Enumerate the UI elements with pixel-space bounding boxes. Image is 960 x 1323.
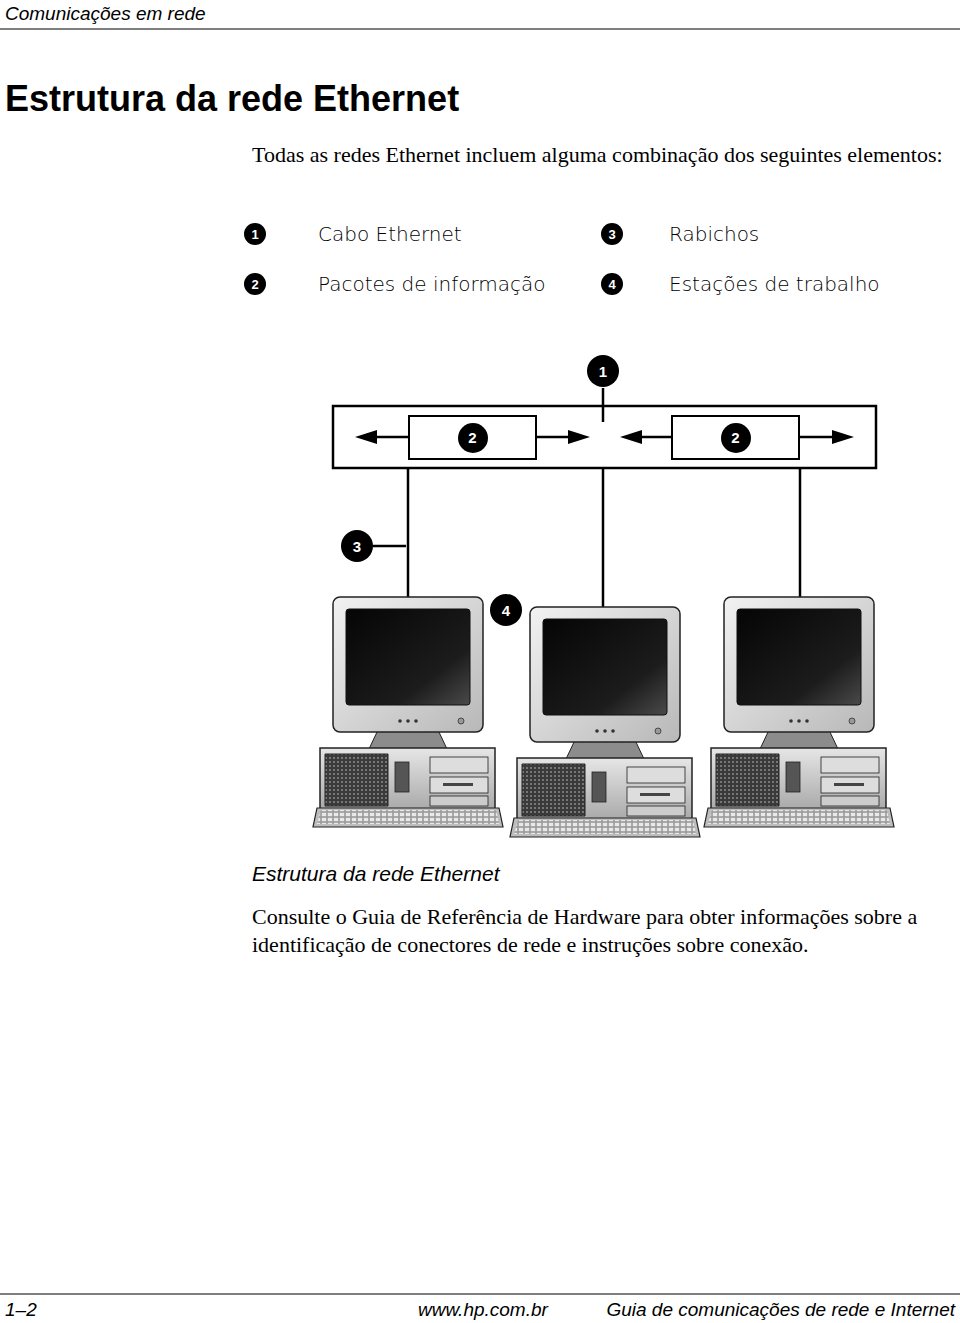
workstation xyxy=(510,607,700,837)
header-rule xyxy=(0,28,960,29)
packet-arrow xyxy=(800,436,836,439)
drop-cable xyxy=(407,468,410,597)
footer-rule xyxy=(0,1293,960,1294)
data-packet: 2 xyxy=(408,415,537,460)
callout-number: 2 xyxy=(721,423,751,453)
arrow-head xyxy=(620,430,642,444)
legend-item: Rabichos xyxy=(669,221,759,247)
drop-cable xyxy=(602,468,605,607)
ethernet-cable xyxy=(333,406,876,468)
packet-arrow xyxy=(638,436,671,439)
callout-number: 4 xyxy=(601,273,623,295)
arrow-head xyxy=(355,430,377,444)
page-number: 1–2 xyxy=(5,1298,37,1322)
drop-cable xyxy=(799,468,802,597)
body-text: Todas as redes Ethernet incluem alguma c… xyxy=(252,141,952,169)
workstation xyxy=(313,597,503,827)
arrow-head xyxy=(832,430,854,444)
ethernet-diagram xyxy=(333,388,876,607)
footer-url: www.hp.com.br xyxy=(418,1298,548,1322)
leader-line xyxy=(373,545,406,548)
workstation xyxy=(704,597,894,827)
callout-number: 4 xyxy=(490,594,522,626)
legend-item: Pacotes de informação xyxy=(318,271,546,297)
packet-arrow xyxy=(537,436,572,439)
legend-item: Cabo Ethernet xyxy=(318,221,462,247)
callout-number: 2 xyxy=(458,423,488,453)
arrow-head xyxy=(568,430,590,444)
callout-number: 1 xyxy=(587,355,619,387)
packet-arrow xyxy=(372,436,408,439)
running-header: Comunicações em rede xyxy=(5,2,206,26)
leader-line xyxy=(602,388,605,422)
callout-number: 3 xyxy=(341,530,373,562)
callout-number: 3 xyxy=(601,223,623,245)
callout-number: 2 xyxy=(244,273,266,295)
legend-item: Estações de trabalho xyxy=(669,271,880,297)
figure-caption: Estrutura da rede Ethernet xyxy=(252,861,499,887)
data-packet: 2 xyxy=(671,415,800,460)
page-title: Estrutura da rede Ethernet xyxy=(5,77,459,121)
callout-number: 1 xyxy=(244,223,266,245)
footer-title: Guia de comunicações de rede e Internet xyxy=(560,1298,955,1322)
body-text: Consulte o Guia de Referência de Hardwar… xyxy=(252,903,952,959)
